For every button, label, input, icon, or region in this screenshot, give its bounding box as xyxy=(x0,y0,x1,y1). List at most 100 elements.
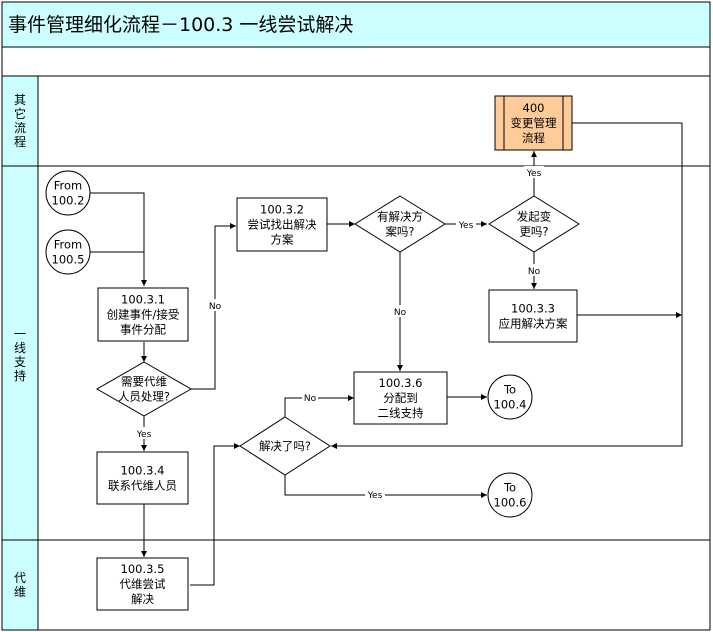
node-text-line: 人员处理? xyxy=(118,390,170,404)
node-text-line: From xyxy=(54,179,83,193)
connector-circle xyxy=(45,170,91,216)
connector-circle xyxy=(45,229,91,275)
node-text-line: 100.3.3 xyxy=(511,302,555,316)
label-resolved-no: No xyxy=(304,394,317,404)
node-text-line: 应用解决方案 xyxy=(499,317,568,331)
label-need-vendor-no: No xyxy=(209,302,222,312)
lane-label-vendor: 代维 xyxy=(14,571,26,599)
node-text-line: 100.5 xyxy=(52,253,85,267)
label-has-solution-no: No xyxy=(394,308,407,318)
node-text-line: 更吗? xyxy=(519,225,548,239)
node-text-line: 尝试找出解决 xyxy=(248,218,317,232)
node-text-line: 有解决方 xyxy=(377,210,423,224)
edge-400-to-resolved xyxy=(331,122,683,449)
label-resolved-yes: Yes xyxy=(367,491,383,501)
node-text-line: 事件分配 xyxy=(120,323,166,337)
node-text-line: 100.3.6 xyxy=(379,376,423,390)
node-text-line: 100.6 xyxy=(494,496,527,510)
lane-label-bg xyxy=(1,539,39,631)
label-change-yes: Yes xyxy=(526,169,542,179)
lane-label-char: 持 xyxy=(14,368,26,383)
label-has-solution-yes: Yes xyxy=(458,221,474,231)
label-change-no: No xyxy=(528,267,541,277)
decision-diamond xyxy=(354,195,446,253)
edge-labels: No Yes Yes No Yes No No Yes xyxy=(134,166,544,501)
node-text-line: 100.3.1 xyxy=(121,293,165,307)
lane-label-char: 它 xyxy=(14,106,26,121)
lane-label-bg xyxy=(1,75,39,167)
node-text-line: 解决 xyxy=(131,592,154,606)
node-text-line: 100.4 xyxy=(494,398,527,412)
blank-row xyxy=(1,46,711,77)
process-box xyxy=(236,197,328,252)
node-text-line: 100.2 xyxy=(52,194,85,208)
title-band xyxy=(1,1,711,48)
node-text-line: 分配到 xyxy=(383,391,418,405)
decision-diamond xyxy=(95,361,193,417)
node-text-line: 代维尝试 xyxy=(120,577,166,591)
node-text-line: 方案 xyxy=(271,233,294,247)
lane-vendor xyxy=(1,539,711,631)
connector-circle xyxy=(487,472,533,518)
node-text-line: 二线支持 xyxy=(378,406,424,420)
lane-label-char: 维 xyxy=(14,585,26,599)
node-d-resolved[interactable]: 解决了吗? xyxy=(239,416,331,476)
decision-diamond xyxy=(488,195,580,253)
label-need-vendor-yes: Yes xyxy=(136,430,152,440)
lane-label-char: 其 xyxy=(14,93,26,107)
node-text-line: 100.3.2 xyxy=(260,203,304,217)
lane-label-bg xyxy=(1,165,39,541)
node-text-line: 400 xyxy=(523,101,545,115)
node-text-line: 解决了吗? xyxy=(259,439,311,453)
lane-label-char: 线 xyxy=(14,341,26,355)
lane-label-char: 流 xyxy=(14,121,26,135)
nodes: From100.2From100.5100.3.1创建事件/接受事件分配需要代维… xyxy=(45,95,580,611)
lane-body xyxy=(37,75,711,167)
decision-diamond xyxy=(239,416,331,476)
lane-label-char: 代 xyxy=(14,571,26,585)
edge-from-100-2 xyxy=(90,192,147,286)
edge-resolved-no xyxy=(284,395,354,417)
process-box xyxy=(96,557,189,611)
node-text-line: 联系代维人员 xyxy=(108,479,177,493)
lane-other xyxy=(1,75,711,167)
node-text-line: 案吗? xyxy=(385,225,414,239)
node-text-line: 变更管理 xyxy=(511,116,557,130)
connector-circle xyxy=(487,374,533,420)
node-text-line: 创建事件/接受 xyxy=(107,308,180,322)
process-box xyxy=(96,451,189,505)
process-box xyxy=(353,371,448,425)
page-title: 事件管理细化流程－100.3 一线尝试解决 xyxy=(8,14,353,36)
edge-resolved-yes xyxy=(284,475,487,498)
node-text-line: 需要代维 xyxy=(121,375,167,389)
external-process-box xyxy=(494,95,573,151)
node-text-line: 流程 xyxy=(522,131,545,145)
node-text-line: To xyxy=(503,383,516,397)
node-text-line: 发起变 xyxy=(517,210,552,224)
lane-label-char: 一 xyxy=(14,327,26,341)
node-text-line: 100.3.5 xyxy=(121,562,165,576)
lane-label-char: 支 xyxy=(14,355,26,369)
process-box xyxy=(488,289,578,343)
node-text-line: From xyxy=(54,238,83,252)
edge-5-to-resolved xyxy=(190,443,240,586)
node-text-line: 100.3.4 xyxy=(121,464,165,478)
lane-label-char: 程 xyxy=(14,134,26,149)
